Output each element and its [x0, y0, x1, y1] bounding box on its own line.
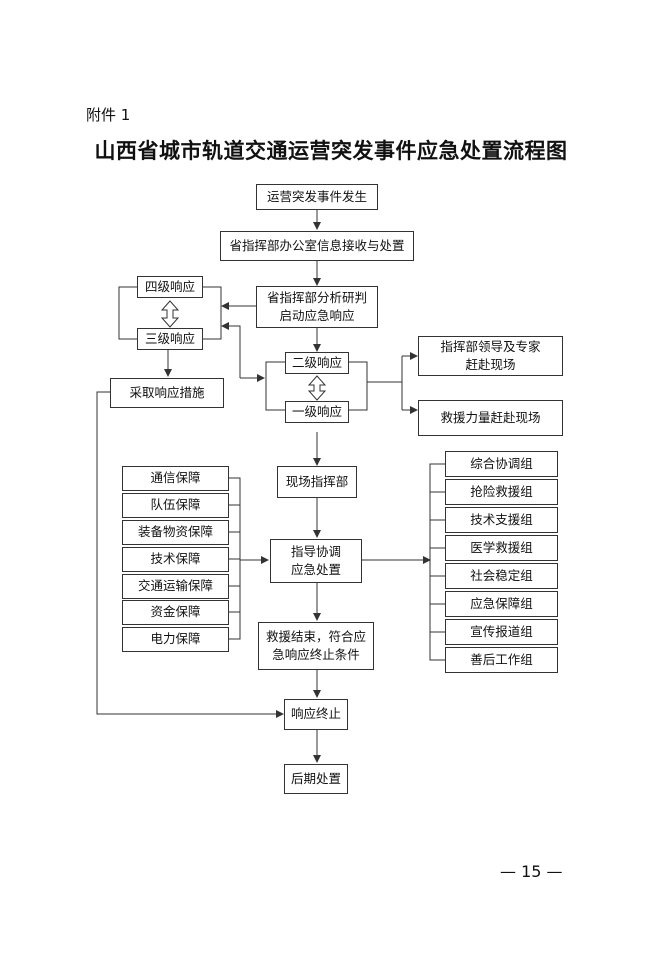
- attachment-label: 附件 1: [86, 106, 131, 124]
- node-end-condition-line1: 救援结束，符合应: [265, 628, 366, 644]
- node-event: 运营突发事件发生: [256, 184, 378, 210]
- page-number: — 15 —: [500, 862, 563, 881]
- node-experts-line2: 赶赴现场: [465, 357, 516, 372]
- support-item: 电力保障: [122, 627, 229, 652]
- node-level2: 二级响应: [285, 352, 349, 374]
- node-analysis: 省指挥部分析研判 启动应急响应: [256, 286, 378, 328]
- node-level3: 三级响应: [137, 328, 203, 350]
- node-rescue-force: 救援力量赶赴现场: [418, 400, 563, 436]
- support-item: 技术保障: [122, 547, 229, 572]
- node-field-hq: 现场指挥部: [277, 466, 357, 498]
- support-item: 交通运输保障: [122, 574, 229, 599]
- group-item: 宣传报道组: [445, 619, 558, 645]
- node-guide: 指导协调 应急处置: [270, 539, 362, 583]
- support-item: 资金保障: [122, 600, 229, 625]
- double-arrow-level4-level3: [160, 300, 180, 328]
- group-item: 综合协调组: [445, 451, 558, 477]
- node-office: 省指挥部办公室信息接收与处置: [220, 231, 414, 261]
- node-analysis-line2: 启动应急响应: [279, 308, 355, 323]
- support-item: 队伍保障: [122, 493, 229, 518]
- node-end-condition: 救援结束，符合应 急响应终止条件: [258, 622, 374, 670]
- node-guide-line2: 应急处置: [290, 562, 341, 577]
- node-experts: 指挥部领导及专家 赶赴现场: [418, 336, 563, 376]
- group-item: 技术支援组: [445, 507, 558, 533]
- node-measures: 采取响应措施: [110, 378, 224, 408]
- node-analysis-line1: 省指挥部分析研判: [266, 289, 367, 305]
- page-title: 山西省城市轨道交通运营突发事件应急处置流程图: [94, 138, 568, 163]
- group-item: 抢险救援组: [445, 479, 558, 505]
- group-item: 应急保障组: [445, 591, 558, 617]
- node-end-condition-line2: 急响应终止条件: [272, 647, 360, 662]
- support-item: 通信保障: [122, 466, 229, 491]
- node-level4: 四级响应: [137, 276, 203, 298]
- group-item: 社会稳定组: [445, 563, 558, 589]
- double-arrow-level2-level1: [307, 375, 327, 401]
- node-guide-line1: 指导协调: [290, 543, 341, 559]
- group-item: 善后工作组: [445, 647, 558, 673]
- node-experts-line1: 指挥部领导及专家: [440, 338, 541, 354]
- node-terminate: 响应终止: [284, 699, 348, 730]
- group-item: 医学救援组: [445, 535, 558, 561]
- node-level1: 一级响应: [285, 401, 349, 423]
- support-item: 装备物资保障: [122, 520, 229, 545]
- node-aftermath: 后期处置: [284, 764, 348, 794]
